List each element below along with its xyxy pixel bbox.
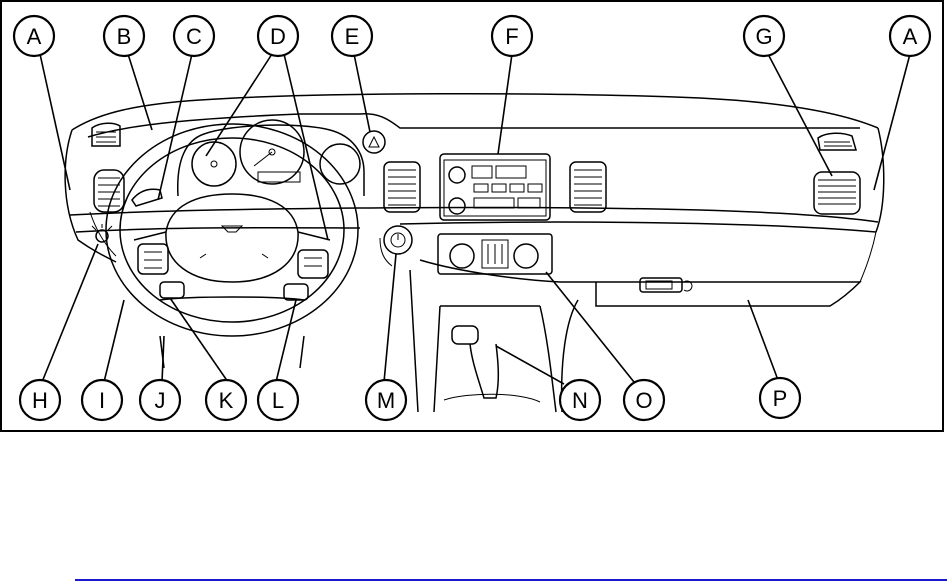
callout-e: E: [332, 16, 372, 56]
hazard-button: [363, 131, 385, 153]
svg-text:B: B: [117, 24, 132, 49]
svg-text:A: A: [903, 24, 918, 49]
ignition-switch: [384, 226, 412, 254]
callout-p: P: [760, 378, 800, 418]
svg-text:L: L: [272, 388, 284, 413]
svg-text:A: A: [27, 24, 42, 49]
callout-m: M: [366, 380, 406, 420]
center-left-vent: [384, 162, 420, 212]
callout-a-left: A: [14, 16, 54, 56]
svg-text:N: N: [572, 388, 588, 413]
svg-text:D: D: [270, 24, 286, 49]
callout-f: F: [492, 16, 532, 56]
svg-text:C: C: [186, 24, 202, 49]
svg-text:O: O: [635, 388, 652, 413]
center-right-vent: [570, 162, 606, 212]
radio-unit: [440, 154, 550, 220]
right-corner-vent: [818, 133, 856, 150]
callout-n: N: [560, 380, 600, 420]
svg-text:G: G: [755, 24, 772, 49]
callout-l: L: [258, 380, 298, 420]
callout-k: K: [206, 380, 246, 420]
svg-text:E: E: [345, 24, 360, 49]
dashboard-drawing: [65, 94, 884, 412]
right-side-vent: [814, 172, 860, 214]
instrument-panel-diagram: A B C D E F G A H I J K L M N O P: [0, 0, 947, 433]
callout-o: O: [624, 380, 664, 420]
callout-g: G: [744, 16, 784, 56]
headlamp-switch: [92, 224, 112, 242]
svg-text:M: M: [377, 388, 395, 413]
callout-h: H: [20, 380, 60, 420]
callout-i: I: [82, 380, 122, 420]
svg-text:F: F: [505, 24, 518, 49]
callout-j: J: [140, 380, 180, 420]
svg-text:K: K: [219, 388, 234, 413]
svg-text:J: J: [155, 388, 166, 413]
callout-a-right: A: [890, 16, 930, 56]
svg-text:H: H: [32, 388, 48, 413]
callout-b: B: [104, 16, 144, 56]
callout-c: C: [174, 16, 214, 56]
svg-text:P: P: [773, 386, 788, 411]
svg-text:I: I: [99, 388, 105, 413]
instrument-cluster: [178, 120, 364, 196]
callout-d: D: [258, 16, 298, 56]
footer-rule: [75, 579, 947, 581]
